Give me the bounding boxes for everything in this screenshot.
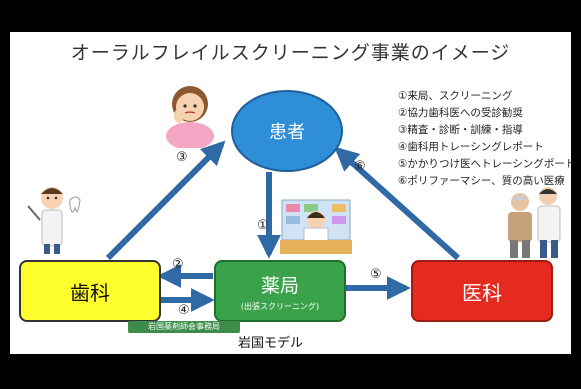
arrow-number-3: ③: [176, 150, 188, 165]
legend-item-3: ③精査・診断・訓練・指導: [398, 124, 523, 136]
slide: オーラルフレイルスクリーニング事業のイメージ ①来局、スクリーニング ②協力歯科…: [10, 32, 571, 354]
legend-item-4: ④歯科用トレーシングレポート: [398, 141, 544, 153]
model-label: 岩国モデル: [238, 336, 304, 351]
legend-item-5: ⑤かかりつけ医へトレーシングポート: [398, 158, 571, 170]
legend-item-1: ①来局、スクリーニング: [398, 90, 513, 102]
legend-item-6: ⑥ポリファーマシー、質の高い医療: [398, 175, 565, 187]
pharmacist-illustration: [280, 199, 352, 254]
doctor-and-patient-illustration: [508, 187, 561, 258]
dental-node: 歯科: [19, 260, 161, 322]
pharmacy-sublabel: (出張スクリーニング): [240, 301, 320, 311]
dental-label: 歯科: [70, 280, 110, 305]
flow-arrows: [105, 140, 461, 312]
dentist-illustration: [27, 187, 81, 254]
slide-title: オーラルフレイルスクリーニング事業のイメージ: [70, 42, 511, 64]
arrow-3-dental-to-patient: [105, 140, 226, 261]
pharmacy-node: 薬局 (出張スクリーニング): [214, 260, 346, 322]
legend-list: ①来局、スクリーニング ②協力歯科医への受診勧奨 ③精査・診断・訓練・指導 ④歯…: [398, 88, 571, 190]
arrow-number-1: ①: [257, 218, 269, 233]
arrow-number-4: ④: [178, 303, 190, 318]
patient-label: 患者: [269, 122, 305, 143]
patient-node: 患者: [231, 90, 343, 172]
legend-item-2: ②協力歯科医への受診勧奨: [398, 107, 523, 119]
arrow-number-2: ②: [172, 257, 184, 272]
pharmacy-label: 薬局: [260, 274, 299, 297]
medical-node: 医科: [411, 260, 553, 322]
arrow-number-6: ⑥: [354, 159, 366, 174]
patient-woman-illustration: [166, 86, 214, 148]
association-badge: 岩国薬剤師会事務局: [128, 321, 240, 333]
medical-label: 医科: [462, 280, 502, 305]
arrow-6-medical-to-patient: [334, 146, 461, 261]
arrow-number-5: ⑤: [370, 267, 382, 282]
